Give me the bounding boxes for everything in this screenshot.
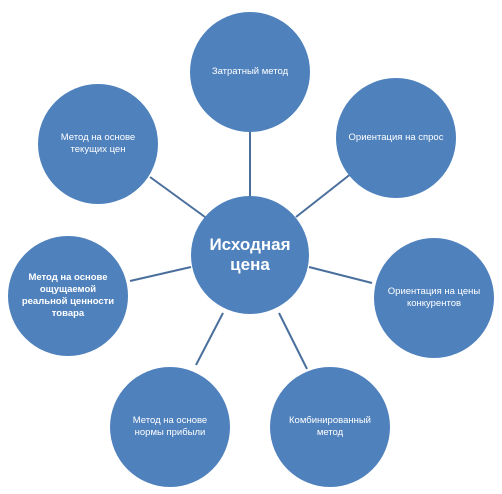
connector-current xyxy=(149,176,206,218)
node-combined-method: Комбинированный метод xyxy=(270,367,390,487)
node-cost-method-label: Затратный метод xyxy=(211,66,289,78)
node-initial-price: Исходная цена xyxy=(191,196,309,314)
node-current-prices-method: Метод на основе текущих цен xyxy=(38,84,158,204)
connector-perceived xyxy=(129,266,192,282)
connector-demand xyxy=(295,172,353,218)
node-profit-norm-method: Метод на основе нормы прибыли xyxy=(110,367,230,487)
node-competitor-prices: Ориентация на цены конкурентов xyxy=(374,238,494,358)
connector-competitors xyxy=(308,266,373,284)
node-perceived-value-method-label: Метод на основе ощущаемой реальной ценно… xyxy=(21,272,115,319)
node-competitor-prices-label: Ориентация на цены конкурентов xyxy=(387,286,481,309)
node-demand-orientation: Ориентация на спрос xyxy=(336,78,456,198)
node-profit-norm-method-label: Метод на основе нормы прибыли xyxy=(132,415,208,438)
connector-combined xyxy=(278,312,308,370)
node-demand-orientation-label: Ориентация на спрос xyxy=(348,132,444,144)
node-perceived-value-method: Метод на основе ощущаемой реальной ценно… xyxy=(8,236,128,356)
node-initial-price-label: Исходная цена xyxy=(209,234,291,274)
node-combined-method-label: Комбинированный метод xyxy=(289,415,371,438)
node-current-prices-method-label: Метод на основе текущих цен xyxy=(60,132,136,155)
connector-profit xyxy=(195,312,224,366)
node-cost-method: Затратный метод xyxy=(190,12,310,132)
